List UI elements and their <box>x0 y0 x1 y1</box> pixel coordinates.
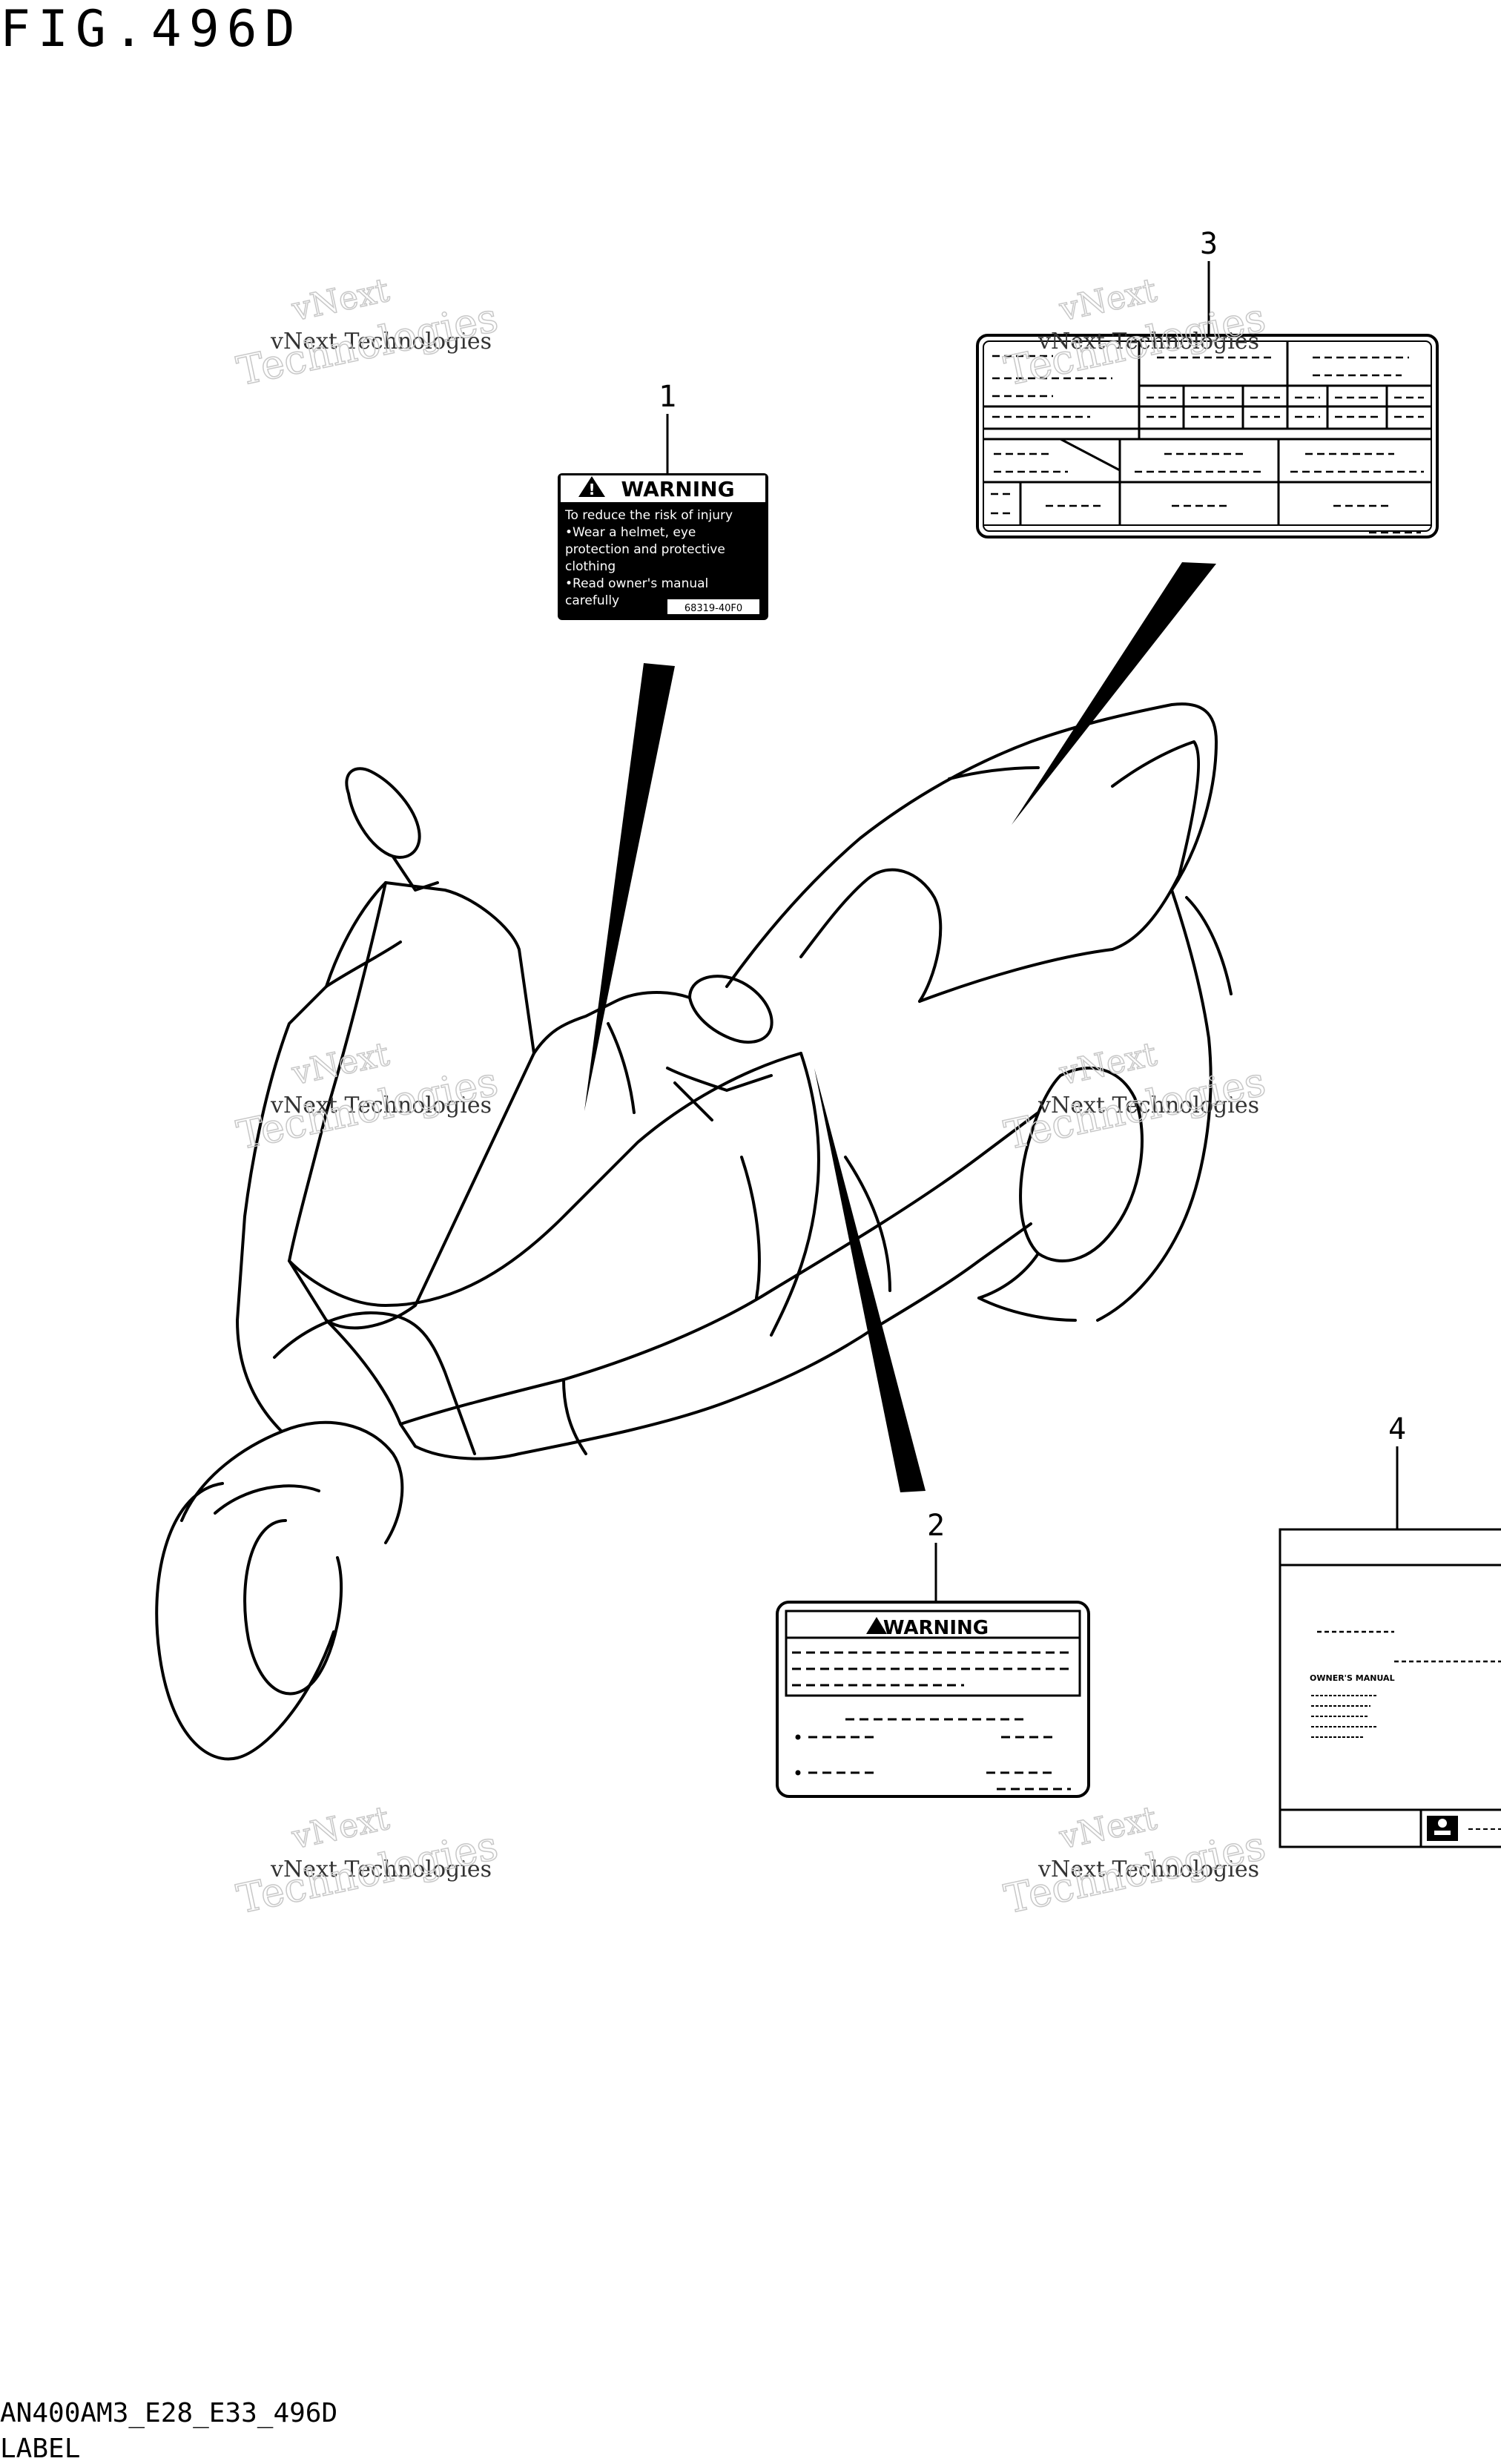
watermark: vNext Technologies vNext Technologies <box>1000 271 1270 395</box>
svg-text:vNext Technologies: vNext Technologies <box>1037 1857 1259 1882</box>
label-1-line: To reduce the risk of injury <box>564 508 733 523</box>
label-1-part-number: 68319-40F0 <box>684 603 742 614</box>
item-4-owners-manual: OWNER'S MANUAL <box>1279 1528 1501 1848</box>
figure-title: FIG.496D <box>0 0 303 59</box>
callouts: 1 2 3 4 <box>659 227 1406 1543</box>
item-4-title: OWNER'S MANUAL <box>1310 1673 1395 1683</box>
svg-text:!: ! <box>588 481 595 498</box>
leader-wedges <box>584 562 1216 1492</box>
svg-text:vNext Technologies: vNext Technologies <box>270 329 492 355</box>
watermark: vNext Technologies vNext Technologies <box>232 1799 502 1923</box>
callout-2: 2 <box>927 1509 945 1543</box>
watermark: vNext Technologies vNext Technologies <box>1000 1799 1270 1923</box>
leader-wedge-2 <box>814 1068 926 1492</box>
diagram-caption: LABEL <box>0 2434 81 2464</box>
callout-lines <box>666 261 1399 1602</box>
svg-text:vNext Technologies: vNext Technologies <box>270 1857 492 1882</box>
label-2-header: WARNING <box>883 1617 989 1639</box>
scooter-drawing <box>155 702 1233 1761</box>
svg-text:vNext Technologies: vNext Technologies <box>270 1093 492 1119</box>
label-1-line: protection and protective <box>565 542 725 557</box>
watermark: vNext Technologies vNext Technologies <box>232 271 502 395</box>
watermark: vNext Technologies vNext Technologies <box>1000 1035 1270 1159</box>
leader-wedge-1 <box>584 663 675 1111</box>
callout-4: 4 <box>1388 1412 1406 1446</box>
label-1-line: carefully <box>565 593 619 608</box>
callout-1: 1 <box>659 380 676 414</box>
label-1-header: WARNING <box>621 477 734 501</box>
label-1-warning: ! WARNING To reduce the risk of injury •… <box>558 473 768 620</box>
svg-text:vNext Technologies: vNext Technologies <box>1037 329 1259 355</box>
callout-3: 3 <box>1200 227 1218 261</box>
label-1-line: •Wear a helmet, eye <box>565 525 696 540</box>
label-3-info <box>976 334 1439 538</box>
label-1-line: •Read owner's manual <box>565 576 708 591</box>
label-2-warning: WARNING <box>776 1601 1090 1798</box>
watermark: vNext Technologies vNext Technologies <box>232 1035 502 1159</box>
diagram-code: AN400AM3_E28_E33_496D <box>0 2398 338 2428</box>
leader-wedge-3 <box>1012 562 1216 825</box>
svg-text:vNext Technologies: vNext Technologies <box>1037 1093 1259 1119</box>
label-1-line: clothing <box>565 559 616 574</box>
